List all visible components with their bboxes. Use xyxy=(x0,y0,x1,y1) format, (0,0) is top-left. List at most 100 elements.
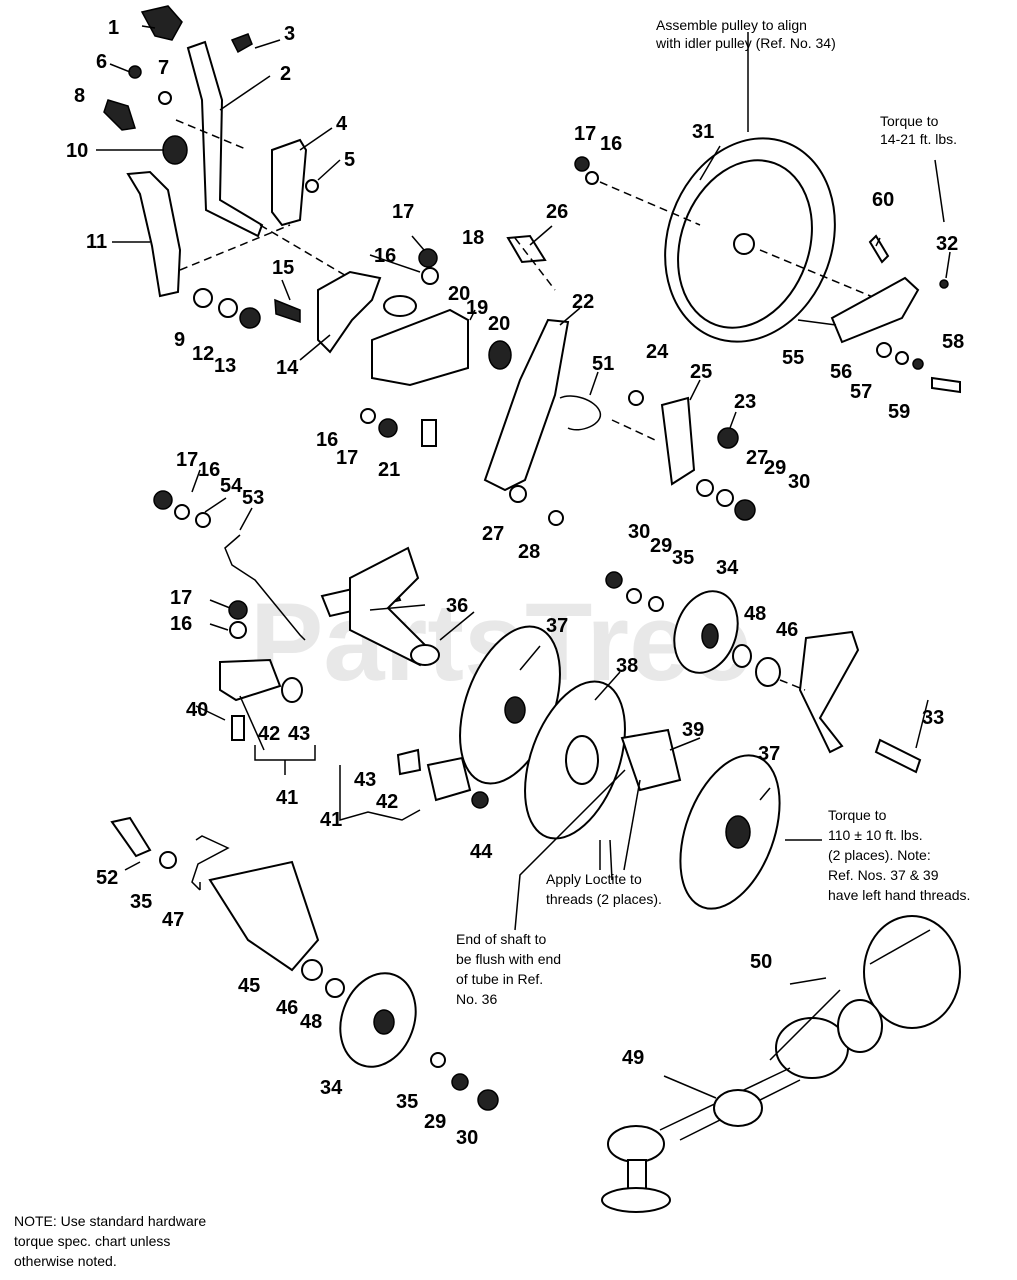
callout-label: 9 xyxy=(174,329,185,351)
knob-part-1 xyxy=(140,5,183,41)
spring-part-47 xyxy=(191,835,230,891)
spring-part-60 xyxy=(868,234,890,264)
callout-label: 16 xyxy=(374,245,396,267)
lever-part-2 xyxy=(186,40,264,238)
callout-label: 35 xyxy=(130,891,152,913)
callout-label: 8 xyxy=(74,85,85,107)
callout-label: 16 xyxy=(316,429,338,451)
bolt-part-52 xyxy=(110,816,152,858)
callout-label: 16 xyxy=(198,459,220,481)
callout-label: 28 xyxy=(518,541,540,563)
plate-part-11 xyxy=(126,170,182,298)
screw-part-32 xyxy=(939,279,949,289)
callout-label: 30 xyxy=(456,1127,478,1149)
callout-label: 4 xyxy=(336,113,348,135)
plate-part-14 xyxy=(317,270,382,354)
callout-label: 49 xyxy=(622,1047,644,1069)
washer-part-12 xyxy=(218,298,238,318)
rod-part-53 xyxy=(224,534,306,641)
callout-label: 46 xyxy=(276,997,298,1019)
callout-label: 48 xyxy=(744,603,766,625)
washer-part-54 xyxy=(195,512,211,528)
spring-part-51 xyxy=(559,395,602,431)
callout-label: 41 xyxy=(320,809,342,831)
bushing-part-56 xyxy=(876,342,892,358)
clip-part-28 xyxy=(548,510,564,526)
callout-label: 17 xyxy=(170,587,192,609)
nut-part-30b xyxy=(605,571,623,589)
tube-part-36 xyxy=(349,546,432,667)
note-torque-14-21: Torque to 14-21 ft. lbs. xyxy=(880,113,957,147)
nut-part-17c xyxy=(574,156,590,172)
callout-label: 27 xyxy=(746,447,768,469)
lever-assembly xyxy=(103,5,371,329)
nut-part-30c xyxy=(477,1089,499,1111)
washer-part-29 xyxy=(716,489,734,507)
callout-label: 31 xyxy=(692,121,714,143)
washer-part-35b xyxy=(159,851,177,869)
arm-part-55 xyxy=(830,276,920,344)
bolt-part-6 xyxy=(128,65,142,79)
callout-label: 10 xyxy=(66,140,88,162)
spacer-part-48b xyxy=(325,978,345,998)
pin-part-5 xyxy=(305,179,319,193)
callout-label: 21 xyxy=(378,459,400,481)
callout-label: 20 xyxy=(488,313,510,335)
callout-label: 29 xyxy=(650,535,672,557)
callout-label: 42 xyxy=(258,723,280,745)
nut-part-13 xyxy=(239,307,261,329)
callout-label: 54 xyxy=(220,475,243,497)
callout-label: 55 xyxy=(782,347,804,369)
callout-label: 42 xyxy=(376,791,398,813)
shift-assembly xyxy=(153,490,489,821)
callout-label: 39 xyxy=(682,719,704,741)
callout-label: 18 xyxy=(462,227,484,249)
callout-label: 30 xyxy=(788,471,810,493)
nut-part-17e xyxy=(228,600,248,620)
callout-label: 15 xyxy=(272,257,294,279)
callout-label: 16 xyxy=(600,133,622,155)
callout-label: 5 xyxy=(344,149,355,171)
washer-part-16d xyxy=(174,504,190,520)
callout-label: 17 xyxy=(574,123,596,145)
washer-part-16b xyxy=(360,408,376,424)
nut-part-44 xyxy=(471,791,489,809)
bushing-part-43b xyxy=(396,748,422,776)
callout-label: 17 xyxy=(336,447,358,469)
callout-label: 7 xyxy=(158,57,169,79)
washer-part-35c xyxy=(430,1052,446,1068)
callout-label: 45 xyxy=(238,975,260,997)
callout-label: 26 xyxy=(546,201,568,223)
callout-label: 32 xyxy=(936,233,958,255)
callout-label: 17 xyxy=(392,201,414,223)
callout-label: 40 xyxy=(186,699,208,721)
callout-label: 60 xyxy=(872,189,894,211)
callout-label: 36 xyxy=(446,595,468,617)
washer-part-24 xyxy=(628,390,644,406)
sheave-assembly xyxy=(459,571,922,931)
callout-label: 34 xyxy=(320,1077,343,1099)
callout-label: 29 xyxy=(424,1111,446,1133)
washer-part-16e xyxy=(229,621,247,639)
washer-part-16c xyxy=(585,171,599,185)
callout-label: 24 xyxy=(646,341,669,363)
bracket-part-19 xyxy=(371,308,469,387)
callout-label: 33 xyxy=(922,707,944,729)
bracket-assembly xyxy=(274,234,756,526)
bushing-part-43 xyxy=(281,677,303,703)
callout-label: 34 xyxy=(716,557,739,579)
bracket-part-4 xyxy=(271,138,308,227)
callout-label: 38 xyxy=(616,655,638,677)
callout-label: 11 xyxy=(86,231,107,253)
callout-label: 37 xyxy=(758,743,780,765)
callout-label: 48 xyxy=(300,1011,322,1033)
callout-label: 52 xyxy=(96,867,118,889)
bearing-part-46b xyxy=(301,959,323,981)
bracket-part-45 xyxy=(208,860,320,972)
arm-part-22 xyxy=(483,318,570,492)
washer-part-27b xyxy=(509,485,527,503)
clamp-part-42 xyxy=(219,658,282,702)
bolt-part-33 xyxy=(874,738,922,774)
washer-part-16 xyxy=(421,267,439,285)
callout-label: 43 xyxy=(354,769,376,791)
